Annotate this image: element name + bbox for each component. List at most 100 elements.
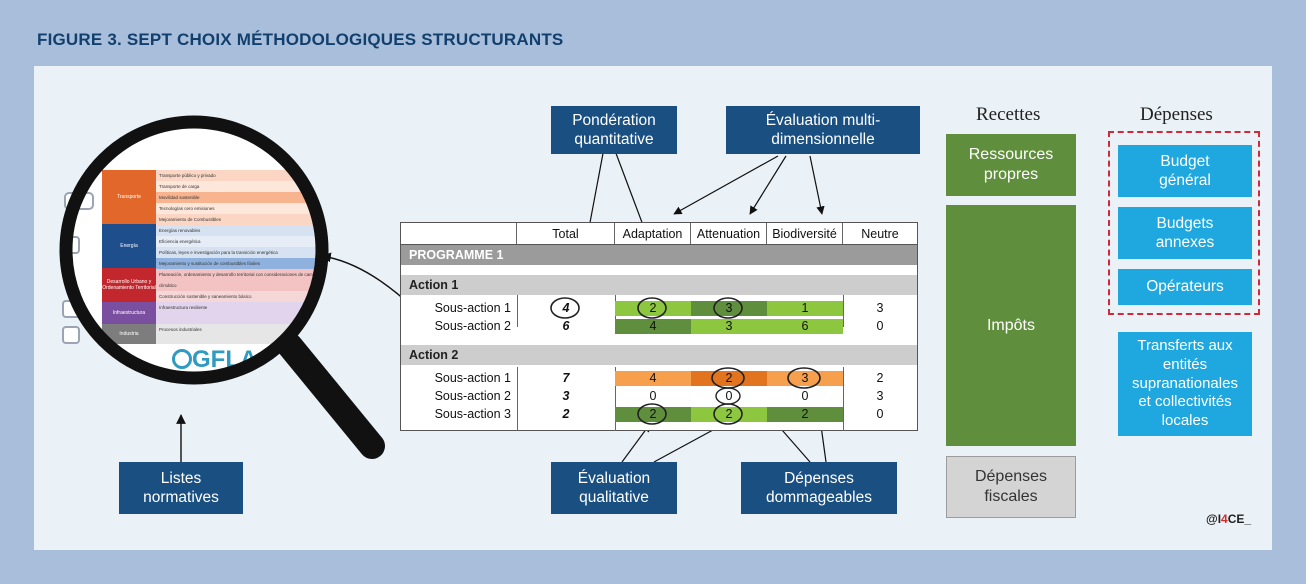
credit-highlight: 4 <box>1221 512 1228 526</box>
arrow-multi-attenuation <box>749 155 787 215</box>
magnifier-handle <box>277 333 385 459</box>
cell-adaptation: 2 <box>615 301 691 316</box>
circle-adaptation-2b <box>637 403 667 425</box>
list-category: Transporte <box>102 170 156 224</box>
callout-ponderation: Pondération quantitative <box>551 106 677 154</box>
list-item: Transporte de carga <box>156 181 320 192</box>
cell-biodiversite: 0 <box>801 389 809 403</box>
circle-adaptation-2 <box>637 297 667 319</box>
cell-biodiversite: 2 <box>767 407 843 422</box>
budget-table: Total Adaptation Attenuation Biodiversit… <box>400 222 918 431</box>
callout-evaluation-multi: Évaluation multi-dimensionnelle <box>726 106 920 154</box>
row-label: Sous-action 2 <box>434 389 511 403</box>
table-col-divider <box>615 367 616 431</box>
table-header-label <box>401 223 517 244</box>
arrow-multi-biodiversite <box>809 155 825 215</box>
programme-row: PROGRAMME 1 <box>401 245 917 265</box>
cell-neutre: 3 <box>876 301 884 315</box>
cell-total: 4 <box>562 301 570 315</box>
circle-biodiversite-3 <box>787 367 821 389</box>
circle-attenuation-3 <box>713 297 743 319</box>
action-row: Action 2 <box>401 345 917 365</box>
cell-neutre: 0 <box>876 407 884 421</box>
i4ce-credit: @I4CE_ <box>1206 512 1251 526</box>
table-header-attenuation: Attenuation <box>691 223 767 244</box>
cell-attenuation: 2 <box>691 407 767 422</box>
table-col-divider <box>517 367 518 431</box>
list-item: Construcción sostenible y saneamiento bá… <box>156 291 320 302</box>
row-label: Sous-action 1 <box>434 371 511 385</box>
budget-general-box: Budget général <box>1118 145 1252 197</box>
table-header-divider <box>401 244 917 245</box>
cell-attenuation: 0 <box>725 389 733 403</box>
list-item: Transporte público y privado <box>156 170 320 181</box>
depenses-header: Dépenses <box>1140 104 1213 125</box>
cell-neutre: 3 <box>876 389 884 403</box>
magnifier-ring <box>59 115 329 385</box>
list-item: Mejoramiento y sustitución de combustibl… <box>156 258 320 269</box>
list-item: Políticas, leyes e investigación para la… <box>156 247 320 258</box>
arrow-multi-adaptation <box>673 155 779 215</box>
list-item: Tecnologías cero emisiones <box>156 203 320 214</box>
operateurs-box: Opérateurs <box>1118 269 1252 305</box>
callout-evaluation-qualitative: Évaluation qualitative <box>551 462 677 514</box>
callout-depenses-dommageables: Dépenses dommageables <box>741 462 897 514</box>
list-item: Energías renovables <box>156 225 320 236</box>
list-category: Desarrollo Urbano y Ordenamiento Territo… <box>102 268 156 302</box>
recettes-header: Recettes <box>976 104 1041 125</box>
table-header-adaptation: Adaptation <box>615 223 691 244</box>
cell-adaptation: 0 <box>649 389 657 403</box>
table-col-divider <box>517 295 518 327</box>
transferts-box: Transferts aux entités supranationales e… <box>1118 332 1252 436</box>
circle-total-4 <box>550 297 580 319</box>
list-category: Energía <box>102 224 156 268</box>
budgets-annexes-box: Budgets annexes <box>1118 207 1252 259</box>
row-label: Sous-action 1 <box>434 301 511 315</box>
table-header-biodiversite: Biodiversité <box>767 223 843 244</box>
cell-total: 2 <box>562 407 570 421</box>
action-row: Action 1 <box>401 275 917 295</box>
gflac-logo-mark <box>172 349 192 369</box>
cell-total: 6 <box>562 319 570 333</box>
row-label: Sous-action 2 <box>434 319 511 333</box>
row-label: Sous-action 3 <box>434 407 511 421</box>
cell-total: 3 <box>562 389 570 403</box>
circle-attenuation-2 <box>711 367 745 389</box>
cell-attenuation: 3 <box>691 301 767 316</box>
credit-suffix: CE_ <box>1227 512 1252 526</box>
cell-attenuation: 3 <box>691 319 767 334</box>
list-item: Planeación, ordenamiento y desarrollo te… <box>156 269 320 291</box>
list-item: Mejoramiento de Combustibles <box>156 214 320 225</box>
depenses-fiscales-box: Dépenses fiscales <box>946 456 1076 518</box>
table-col-divider <box>843 367 844 431</box>
callout-listes-normatives: Listes normatives <box>119 462 243 514</box>
circle-attenuation-2b <box>713 403 743 425</box>
factory-icon <box>62 326 80 344</box>
cell-adaptation: 4 <box>615 319 691 334</box>
list-category: Industria <box>102 324 156 344</box>
magnified-normative-list: Transporte Energía Desarrollo Urbano y O… <box>68 124 320 376</box>
list-item: Infraestructura resiliente <box>156 302 320 324</box>
credit-prefix: @I <box>1206 512 1222 526</box>
table-header-total: Total <box>517 223 615 244</box>
cell-biodiversite: 1 <box>767 301 843 316</box>
figure-title: FIGURE 3. SEPT CHOIX MÉTHODOLOGIQUES STR… <box>37 30 564 49</box>
cell-adaptation: 4 <box>615 371 691 386</box>
cell-biodiversite: 3 <box>767 371 843 386</box>
budget-group-dashed <box>1108 131 1260 315</box>
table-col-divider <box>843 295 844 327</box>
ressources-propres-box: Ressources propres <box>946 134 1076 196</box>
list-category: Infraestructura <box>102 302 156 324</box>
cell-biodiversite: 6 <box>767 319 843 334</box>
list-item: Movilidad sostenible <box>156 192 320 203</box>
cell-neutre: 0 <box>876 319 884 333</box>
cell-total: 7 <box>562 371 570 385</box>
impots-box: Impôts <box>946 205 1076 446</box>
cell-attenuation: 2 <box>691 371 767 386</box>
list-item: Eficiencia energética <box>156 236 320 247</box>
cell-adaptation: 2 <box>615 407 691 422</box>
cell-neutre: 2 <box>876 371 884 385</box>
circle-attenuation-0 <box>715 387 741 405</box>
